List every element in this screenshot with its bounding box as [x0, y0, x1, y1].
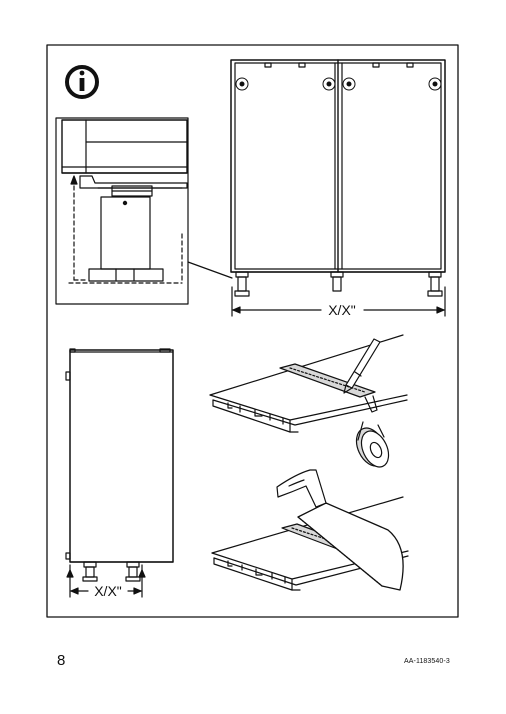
- info-icon: [65, 65, 99, 99]
- cabinet-front-view: X/X": [230, 59, 446, 318]
- panel-frame: [46, 44, 459, 618]
- cabinet-legs: [234, 271, 443, 297]
- detail-inset: [55, 117, 189, 305]
- panel-cutting-step: [211, 469, 409, 591]
- dimension-label-top: X/X": [328, 302, 356, 318]
- detail-leader: [187, 261, 233, 279]
- cabinet-side-view: X/X": [65, 348, 174, 599]
- width-dimension: X/X": [231, 286, 446, 318]
- panel-marking-step: [209, 334, 408, 468]
- dimension-label-side: X/X": [94, 583, 122, 599]
- page-number: 8: [57, 652, 66, 669]
- depth-dimension: X/X": [66, 564, 146, 599]
- document-id: AA-1183540-3: [404, 658, 450, 665]
